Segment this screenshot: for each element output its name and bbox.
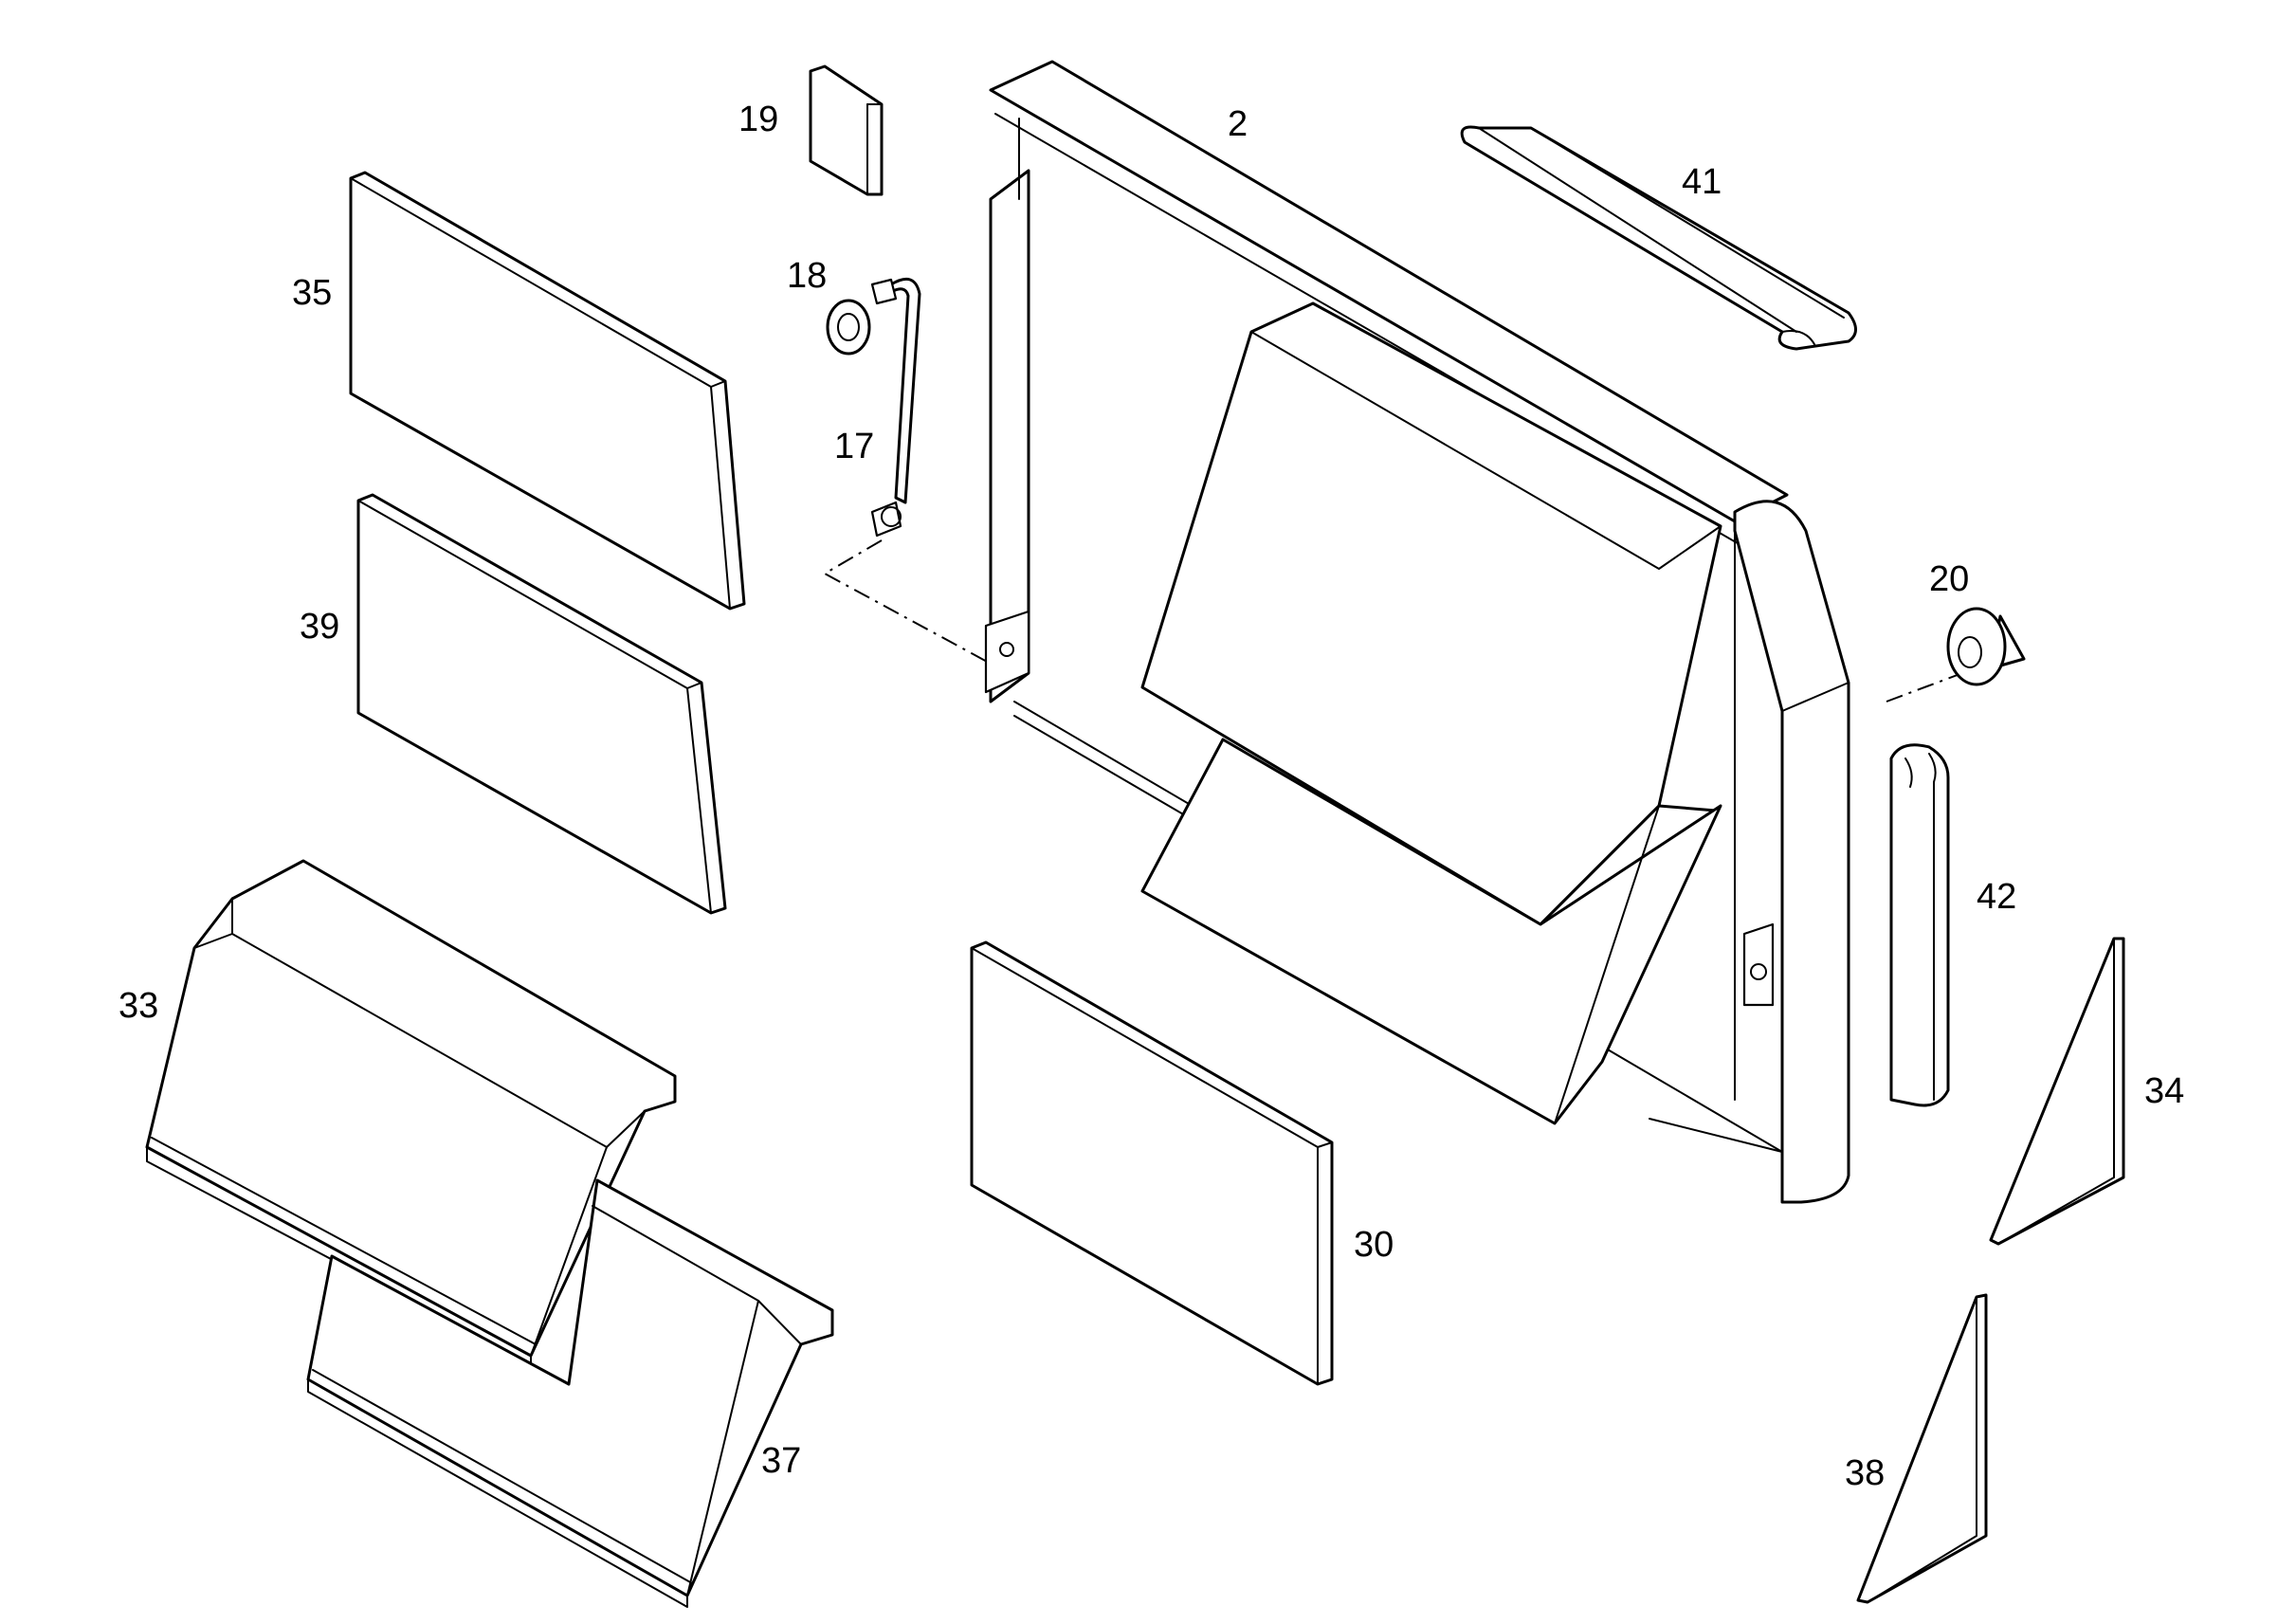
part-39-panel xyxy=(356,493,727,915)
callout-33: 33 xyxy=(118,986,158,1026)
assembly-line-17 xyxy=(822,539,992,665)
part-17-rod xyxy=(870,277,921,538)
part-35-panel xyxy=(349,171,746,611)
callout-30: 30 xyxy=(1354,1225,1394,1265)
part-42-extrusion xyxy=(1889,743,1950,1107)
part-41-extrusion xyxy=(1460,125,1857,351)
callout-2: 2 xyxy=(1228,104,1248,144)
callout-41: 41 xyxy=(1682,162,1722,202)
part-38-triangle xyxy=(1856,1293,1988,1604)
callout-42: 42 xyxy=(1977,877,2016,917)
part-18-star-washer xyxy=(826,299,871,356)
part-20-grommet xyxy=(1946,607,2026,686)
callout-34: 34 xyxy=(2144,1071,2184,1111)
callout-38: 38 xyxy=(1845,1453,1885,1493)
callout-18: 18 xyxy=(787,256,827,296)
part-37-shaped-panel xyxy=(306,1178,834,1608)
callout-39: 39 xyxy=(300,607,339,647)
callout-19: 19 xyxy=(738,100,778,139)
callout-labels: 2 17 18 19 20 30 33 34 35 37 38 39 41 42 xyxy=(118,100,2184,1493)
assembly-line-20 xyxy=(1886,672,1963,703)
callout-20: 20 xyxy=(1929,559,1969,599)
part-30-panel xyxy=(970,940,1334,1386)
callout-17: 17 xyxy=(834,427,874,466)
hopper-block xyxy=(1140,301,1722,1125)
callout-35: 35 xyxy=(292,273,332,313)
callout-37: 37 xyxy=(761,1441,801,1481)
part-34-triangle xyxy=(1989,937,2125,1246)
part-19-pad xyxy=(809,64,884,196)
